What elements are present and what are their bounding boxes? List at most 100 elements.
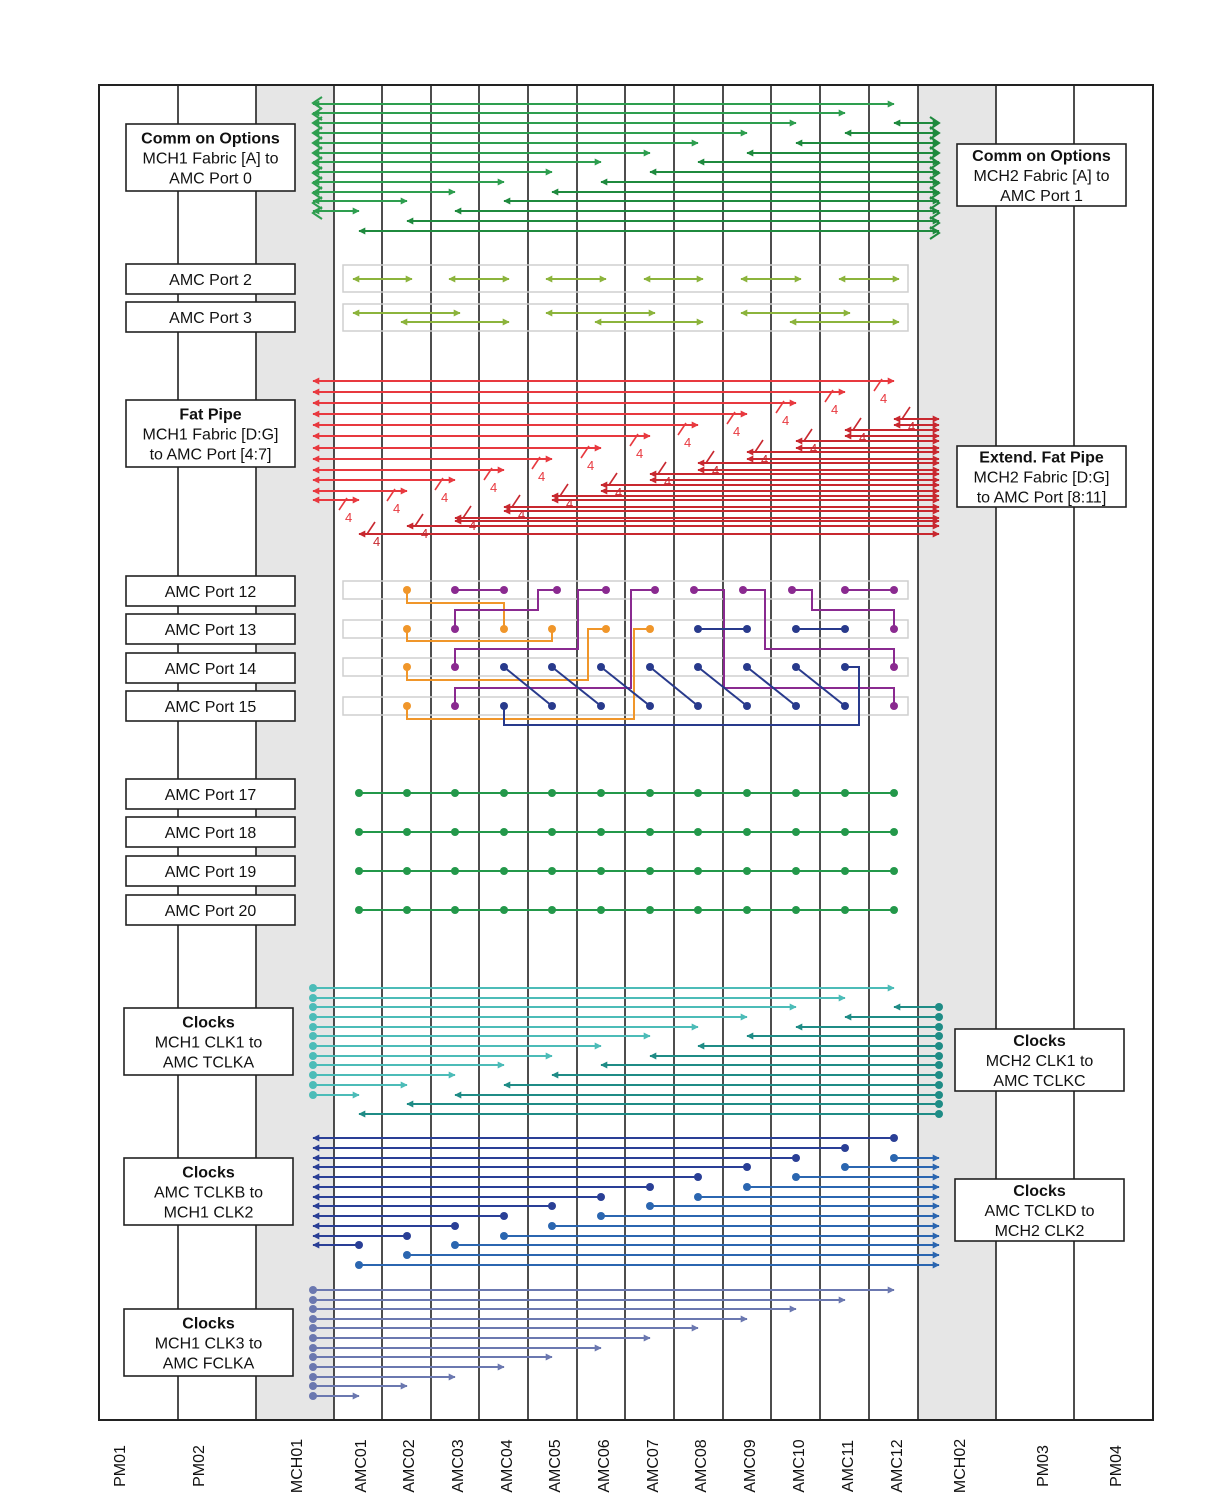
lane-width-slash xyxy=(386,488,396,502)
label-box-frame xyxy=(123,1308,294,1377)
connection-dot xyxy=(597,702,605,710)
connection-route xyxy=(406,628,606,681)
lane-width-slash xyxy=(366,521,376,535)
label-box-text: AMC Port 2 xyxy=(169,272,252,289)
connection-dot xyxy=(597,663,605,671)
label-box-port12: AMC Port 12 xyxy=(125,575,296,607)
label-box-frame xyxy=(125,301,296,333)
label-box-port14: AMC Port 14 xyxy=(125,652,296,684)
connection-dot xyxy=(743,906,751,914)
mesh-diagonal xyxy=(649,666,699,707)
label-box-text: MCH2 Fabric [D:G] xyxy=(973,470,1109,487)
port1-source-chevron xyxy=(929,136,941,150)
connection-dot xyxy=(788,586,796,594)
slot-label-pm04: PM04 xyxy=(1108,1445,1125,1487)
connection-dot xyxy=(451,586,459,594)
lane-width-slash xyxy=(511,494,521,508)
label-box-text: AMC Port 15 xyxy=(165,699,257,716)
lane-width-label: 4 xyxy=(684,435,691,450)
mesh-diagonal xyxy=(697,666,748,707)
port1-source-chevron xyxy=(929,166,941,180)
connection-dot xyxy=(841,586,849,594)
lane-width-label: 4 xyxy=(636,446,643,461)
connection-dot xyxy=(597,906,605,914)
connection-dot xyxy=(739,586,747,594)
label-box-text: to AMC Port [4:7] xyxy=(150,447,272,464)
lane-width-slash xyxy=(434,477,444,491)
connection-dot xyxy=(500,702,508,710)
label-box-frame xyxy=(954,1028,1125,1092)
lane-width-slash xyxy=(414,513,424,527)
connection-dot xyxy=(890,789,898,797)
lane-width-label: 4 xyxy=(615,485,622,500)
lane-width-slash xyxy=(873,378,883,392)
label-box-text: MCH1 Fabric [D:G] xyxy=(142,427,278,444)
connection-dot xyxy=(355,867,363,875)
label-box-title: Clocks xyxy=(1013,1183,1066,1200)
slot-label-amc07: AMC07 xyxy=(645,1439,662,1492)
label-box-title: Clocks xyxy=(182,1316,235,1333)
connection-dot xyxy=(694,702,702,710)
label-box-title: Comm on Options xyxy=(141,131,280,148)
label-box-frame xyxy=(125,816,296,848)
slot-label-amc12: AMC12 xyxy=(889,1439,906,1492)
connection-dot xyxy=(646,702,654,710)
lane-width-slash xyxy=(608,472,618,486)
connection-dot xyxy=(646,867,654,875)
lane-width-slash xyxy=(677,422,687,436)
connection-dot xyxy=(646,625,654,633)
label-box-frame xyxy=(125,399,296,468)
slot-label-mch02: MCH02 xyxy=(952,1439,969,1493)
label-box-frame xyxy=(125,575,296,607)
slot-label-amc05: AMC05 xyxy=(547,1439,564,1492)
connection-dot xyxy=(597,789,605,797)
connection-dot xyxy=(841,702,849,710)
port1-source-chevron xyxy=(929,206,941,220)
connection-dot xyxy=(451,625,459,633)
lane-width-label: 4 xyxy=(831,402,838,417)
lane-width-label: 4 xyxy=(880,391,887,406)
lane-width-label: 4 xyxy=(733,424,740,439)
label-box-port3: AMC Port 3 xyxy=(125,301,296,333)
label-box-title: Clocks xyxy=(1013,1033,1066,1050)
port0-source-chevron xyxy=(311,186,323,200)
label-box-title: Clocks xyxy=(182,1015,235,1032)
connection-dot xyxy=(694,828,702,836)
connection-route xyxy=(406,628,650,720)
port0-source-chevron xyxy=(311,116,323,130)
label-box-text: MCH2 CLK2 xyxy=(995,1223,1085,1240)
label-box-text: AMC Port 19 xyxy=(165,864,257,881)
lane-width-slash xyxy=(531,456,541,470)
connection-dot xyxy=(451,828,459,836)
lane-width-slash xyxy=(629,433,639,447)
connection-dot xyxy=(451,867,459,875)
mesh-diagonal xyxy=(746,666,797,707)
label-box-text: MCH2 CLK1 to xyxy=(986,1053,1094,1070)
lane-width-slash xyxy=(852,417,862,431)
connection-dot xyxy=(651,586,659,594)
connection-dot xyxy=(500,828,508,836)
connection-dot xyxy=(694,625,702,633)
label-box-frame xyxy=(125,652,296,684)
connection-route xyxy=(454,589,655,706)
label-box-text: AMC Port 14 xyxy=(165,661,257,678)
port0-source-chevron xyxy=(311,196,323,210)
connection-route xyxy=(406,629,553,642)
label-box-title: Comm on Options xyxy=(972,148,1111,165)
label-box-text: AMC Port 3 xyxy=(169,310,252,327)
label-box-text: AMC TCLKC xyxy=(993,1073,1085,1090)
connection-dot xyxy=(694,867,702,875)
label-box-frame xyxy=(125,613,296,645)
label-box-text: AMC Port 17 xyxy=(165,787,257,804)
connection-dot xyxy=(646,789,654,797)
connection-dot xyxy=(500,789,508,797)
connection-dot xyxy=(694,789,702,797)
connection-dot xyxy=(602,586,610,594)
label-box-text: AMC Port 18 xyxy=(165,825,257,842)
label-box-frame xyxy=(956,143,1127,207)
label-box-port19: AMC Port 19 xyxy=(125,855,296,887)
